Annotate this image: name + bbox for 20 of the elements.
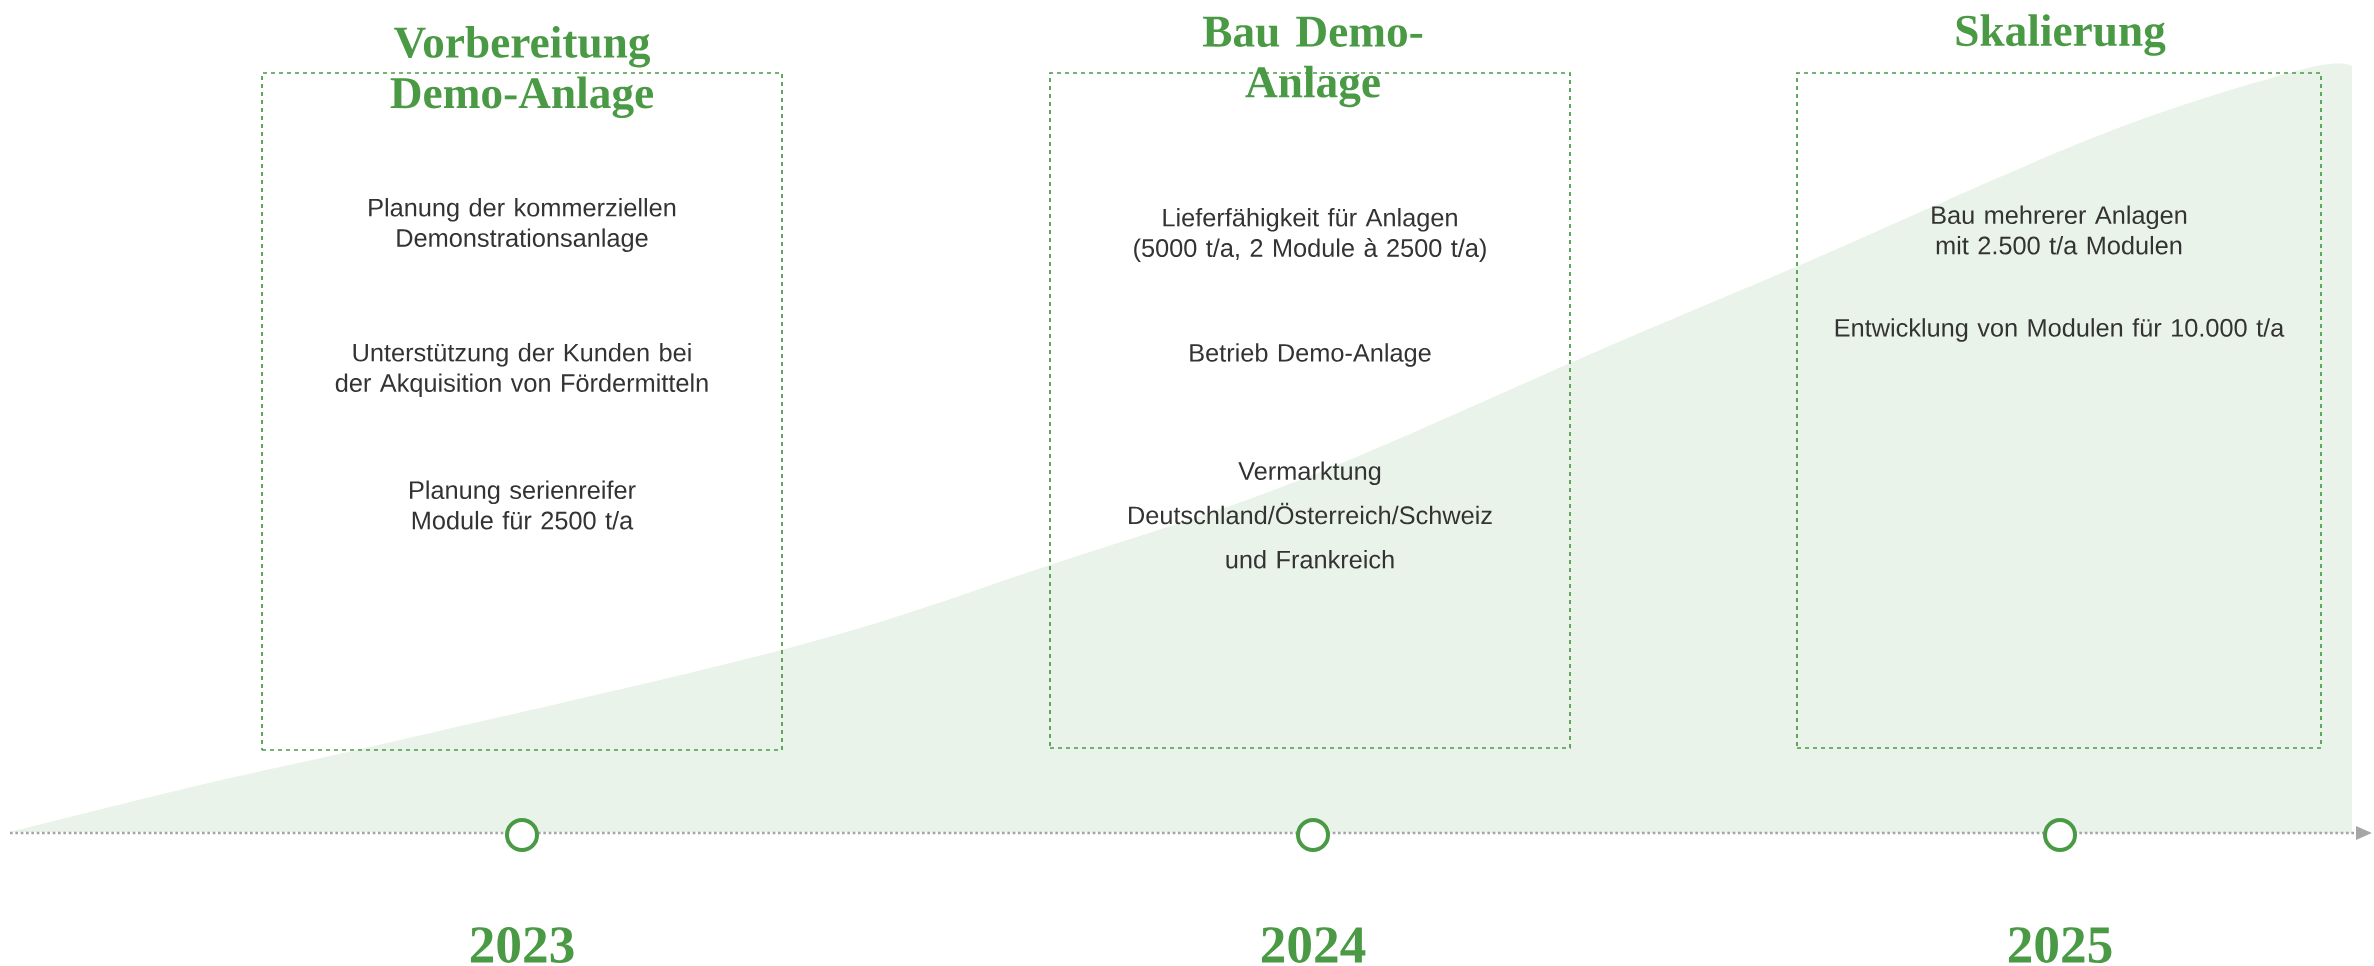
phase-box <box>1049 16 1571 749</box>
body-text: Vermarktung Deutschland/Österreich/Schweiz und Frankreich <box>1129 461 1492 569</box>
body-text: Lieferfähigkeit für Anlagen (5000 t/a, 2 Module à 2500 t/a) <box>1134 208 1486 262</box>
phase-title: Vorbereitung Demo-Anlage <box>390 25 653 119</box>
phase-title: Skalierung <box>1956 14 2166 56</box>
phase-box <box>261 25 783 751</box>
body-text: Bau mehrerer Anlagen mit 2.500 t/a Modulen <box>1932 205 2187 255</box>
timeline-marker <box>1296 818 1330 852</box>
year-label: 2024 <box>1261 927 1366 963</box>
phase-title: Bau Demo-Anlage <box>1202 16 1423 108</box>
timeline-marker <box>505 818 539 852</box>
year-label: 2023 <box>470 927 574 963</box>
body-text: Planung der kommerziellen Demonstrationsanlage <box>369 198 676 252</box>
body-text: Unterstützung der Kunden bei der Akquisition von Fördermitteln <box>335 343 708 397</box>
body-text: Planung serienreifer Module für 2500 t/a <box>410 480 636 530</box>
phase-box <box>1796 14 2322 749</box>
timeline-marker <box>2043 818 2077 852</box>
body-text: Betrieb Demo-Anlage <box>1190 343 1431 367</box>
year-label: 2025 <box>2008 927 2112 963</box>
body-text: Entwicklung von Modulen für 10.000 t/a <box>1835 318 2285 342</box>
